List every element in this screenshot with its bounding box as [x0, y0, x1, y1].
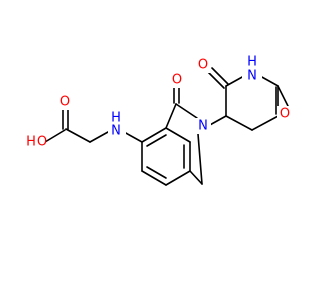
- bond-glut-3: [259, 75, 279, 87]
- bond-n-ch2: [197, 133, 203, 185]
- bond-benzene-1: [141, 127, 167, 143]
- bond-ring-carbonyl: [165, 103, 177, 129]
- bonds: [44, 67, 289, 186]
- atom-label-h-carboxyl: H: [26, 135, 36, 150]
- atom-label-h-amine: H: [111, 111, 121, 126]
- bond-glut-6: [225, 115, 253, 131]
- bond-glut-co-a: [207, 71, 225, 89]
- bond-benzene-5: [141, 170, 167, 186]
- atom-label-n-isoindolinone: N: [198, 119, 208, 134]
- atom-label-o-carboxyl-oh: O: [37, 135, 47, 150]
- bond-benzene-1-inner: [146, 134, 167, 147]
- atom-label-n-amine: N: [111, 124, 121, 139]
- bond-oh-c: [44, 129, 66, 143]
- bond-ch2-benzene: [189, 170, 203, 185]
- atom-label-n-glutarimide: N: [247, 69, 257, 84]
- atom-label-h-glutarimide: H: [247, 55, 257, 70]
- bond-glut-co2-b: [277, 85, 289, 107]
- bond-benzene-5-inner: [146, 166, 167, 179]
- bond-carbonyl-n: [175, 103, 198, 119]
- atom-label-o-carboxyl-co: O: [60, 95, 70, 110]
- bond-n-aryl: [123, 131, 143, 143]
- bond-glut-2: [225, 75, 245, 87]
- molecule-structure-diagram: H O O H N O N O H N O: [26, 54, 293, 186]
- atom-label-o-glutarimide-top: O: [198, 58, 208, 73]
- bond-benzene-4: [165, 170, 191, 186]
- bond-glut-co-b: [211, 67, 229, 85]
- atom-labels: H O O H N O N O H N O: [26, 55, 293, 150]
- bond-glut-5: [251, 115, 279, 131]
- bond-ch2-n: [89, 131, 109, 143]
- bond-c-ch2: [65, 128, 91, 143]
- atom-label-o-glutarimide-right: O: [280, 107, 290, 122]
- atom-label-o-lactam: O: [172, 73, 182, 88]
- bond-benzene-2: [165, 127, 191, 143]
